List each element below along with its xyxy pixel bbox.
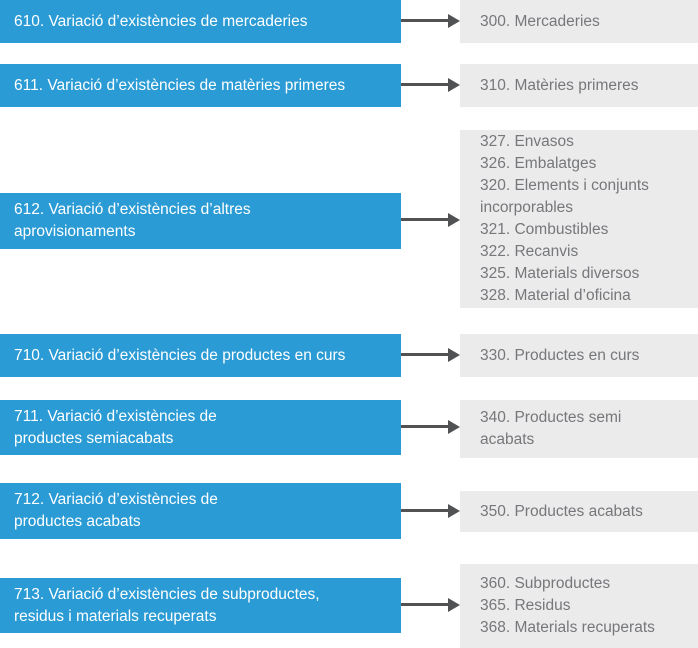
arrow-head-icon bbox=[448, 420, 460, 434]
arrow-line bbox=[401, 509, 448, 512]
target-label: 327. Envasos bbox=[480, 133, 574, 150]
source-label: residus i materials recuperats bbox=[14, 607, 217, 625]
target-label: 340. Productes semi bbox=[480, 409, 622, 426]
arrow-line bbox=[401, 19, 448, 22]
flow-arrow bbox=[401, 14, 460, 28]
source-box: 713. Variació d’existències de subproduc… bbox=[0, 578, 401, 633]
source-box: 610. Variació d’existències de mercaderi… bbox=[0, 0, 401, 43]
arrow-head-icon bbox=[448, 14, 460, 28]
target-label: 365. Residus bbox=[480, 597, 571, 614]
flow-arrow bbox=[401, 78, 460, 92]
flow-arrow bbox=[401, 348, 460, 362]
flow-arrow bbox=[401, 213, 460, 227]
source-label: 611. Variació d’existències de matèries … bbox=[14, 76, 346, 94]
source-label: 713. Variació d’existències de subproduc… bbox=[14, 585, 320, 603]
arrow-head-icon bbox=[448, 504, 460, 518]
target-label: 321. Combustibles bbox=[480, 221, 609, 238]
target-label: acabats bbox=[480, 431, 535, 448]
target-label: 328. Material d’oficina bbox=[480, 287, 631, 304]
target-label: 310. Matèries primeres bbox=[480, 76, 639, 94]
source-label: aprovisionaments bbox=[14, 223, 136, 240]
target-label: 322. Recanvis bbox=[480, 243, 579, 260]
arrow-line bbox=[401, 218, 448, 221]
source-label: 710. Variació d’existències de productes… bbox=[14, 346, 346, 364]
target-label: 325. Materials diversos bbox=[480, 265, 640, 282]
target-label: 368. Materials recuperats bbox=[480, 619, 655, 636]
flow-arrow bbox=[401, 420, 460, 434]
target-label: 300. Mercaderies bbox=[480, 12, 600, 30]
arrow-head-icon bbox=[448, 348, 460, 362]
arrow-line bbox=[401, 83, 448, 86]
arrow-head-icon bbox=[448, 213, 460, 227]
arrow-line bbox=[401, 353, 448, 356]
target-label: 330. Productes en curs bbox=[480, 346, 640, 364]
target-box: 330. Productes en curs bbox=[460, 334, 698, 377]
source-box: 712. Variació d’existències de productes… bbox=[0, 483, 401, 539]
target-label: 326. Embalatges bbox=[480, 155, 597, 172]
source-label: 612. Variació d’existències d’altres bbox=[14, 201, 251, 218]
source-box: 710. Variació d’existències de productes… bbox=[0, 334, 401, 377]
target-label: incorporables bbox=[480, 199, 574, 216]
target-label: 320. Elements i conjunts bbox=[480, 177, 649, 194]
flow-arrow bbox=[401, 504, 460, 518]
target-label: 350. Productes acabats bbox=[480, 502, 643, 520]
arrow-line bbox=[401, 425, 448, 428]
flow-arrow bbox=[401, 598, 460, 612]
source-label: 610. Variació d’existències de mercaderi… bbox=[14, 12, 308, 30]
target-box: 310. Matèries primeres bbox=[460, 64, 698, 107]
target-box: 350. Productes acabats bbox=[460, 491, 698, 532]
target-box: 340. Productes semi acabats bbox=[460, 400, 698, 458]
source-box: 711. Variació d’existències de productes… bbox=[0, 400, 401, 455]
target-label: 360. Subproductes bbox=[480, 575, 611, 592]
source-label: 712. Variació d’existències de bbox=[14, 491, 218, 508]
target-box: 300. Mercaderies bbox=[460, 0, 698, 43]
arrow-head-icon bbox=[448, 78, 460, 92]
source-label: productes acabats bbox=[14, 513, 141, 530]
source-label: productes semiacabats bbox=[14, 429, 174, 447]
target-box: 327. Envasos 326. Embalatges 320. Elemen… bbox=[460, 130, 698, 308]
arrow-head-icon bbox=[448, 598, 460, 612]
source-label: 711. Variació d’existències de bbox=[14, 407, 217, 425]
source-box: 611. Variació d’existències de matèries … bbox=[0, 64, 401, 107]
target-box: 360. Subproductes 365. Residus 368. Mate… bbox=[460, 564, 698, 648]
arrow-line bbox=[401, 603, 448, 606]
source-box: 612. Variació d’existències d’altres apr… bbox=[0, 193, 401, 249]
